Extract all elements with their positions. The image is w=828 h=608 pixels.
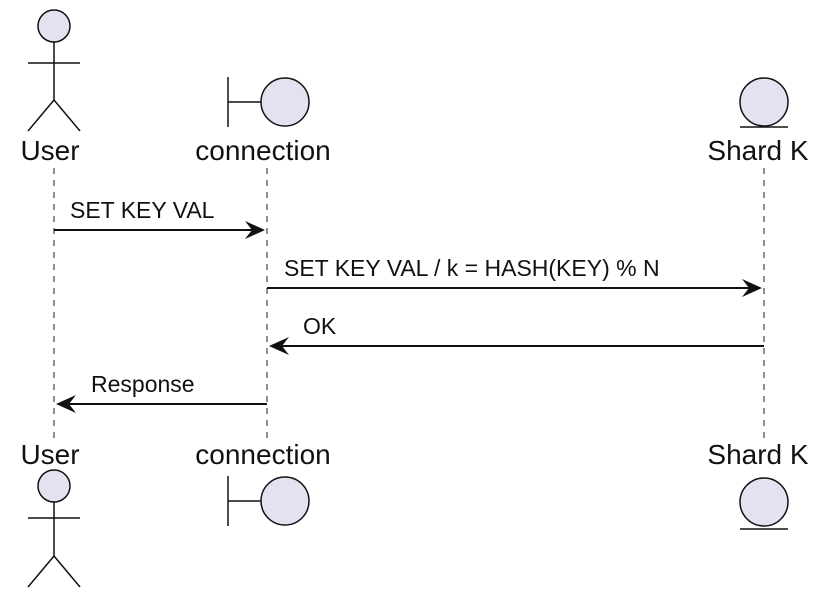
message-1-arrowhead [245, 221, 265, 239]
user-actor-icon [27, 9, 81, 132]
connection-boundary-icon [227, 77, 310, 127]
user-label-top: User [20, 135, 79, 166]
user-actor-icon-bottom [27, 469, 81, 588]
message-1-label: SET KEY VAL [70, 197, 215, 223]
message-3-arrowhead [269, 337, 289, 355]
shard-label-top: Shard K [707, 135, 808, 166]
message-3-label: OK [303, 313, 337, 339]
shard-entity-icon-bottom [739, 477, 789, 530]
connection-boundary-icon-bottom [227, 476, 310, 526]
user-label-bottom: User [20, 439, 79, 470]
message-4-label: Response [91, 371, 195, 397]
message-2-label: SET KEY VAL / k = HASH(KEY) % N [284, 255, 660, 281]
message-4-arrowhead [56, 395, 76, 413]
connection-label-top: connection [195, 135, 330, 166]
message-2-arrowhead [742, 279, 762, 297]
shard-entity-icon [739, 77, 789, 128]
connection-label-bottom: connection [195, 439, 330, 470]
shard-label-bottom: Shard K [707, 439, 808, 470]
